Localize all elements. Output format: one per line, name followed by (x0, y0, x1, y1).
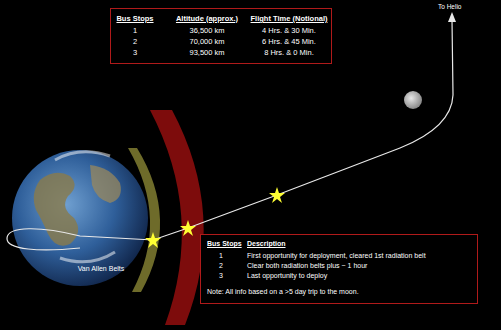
description-table-box: Bus Stops Description 1 First opportunity f… (200, 234, 478, 304)
column-header: Bus Stops (207, 240, 242, 248)
earth (12, 150, 148, 286)
table-cell: 2 (133, 38, 137, 46)
column-header: Description (247, 240, 286, 248)
note-text: Note: All info based on a >5 day trip to… (207, 288, 359, 296)
column-header: Bus Stops (116, 15, 153, 23)
column-header: Altitude (approx.) (176, 15, 238, 23)
earth-clouds (60, 252, 115, 262)
earth-land (34, 173, 78, 246)
table-cell: 8 Hrs. & 0 Min. (264, 49, 314, 57)
table-cell: Last opportunity to deploy (247, 272, 327, 280)
table-cell: 93,500 km (189, 49, 224, 57)
table-cell: 4 Hrs. & 30 Min. (262, 27, 316, 35)
arrow-head (448, 12, 456, 22)
table-cell: 3 (133, 49, 137, 57)
table-cell: 70,000 km (189, 38, 224, 46)
moon (404, 91, 422, 109)
altitude-table-box: Bus Stops Altitude (approx.) Flight Time (… (110, 8, 332, 64)
column-header: Flight Time (Notional) (251, 15, 328, 23)
earth-land (90, 165, 121, 203)
destination-label: To Helio (438, 3, 461, 10)
belt-label: Van Allen Belts (78, 265, 125, 273)
earth-clouds (55, 152, 110, 160)
table-cell: 1 (219, 252, 223, 260)
table-cell: Clear both radiation belts plus ~ 1 hour (247, 262, 367, 270)
table-cell: 2 (219, 262, 223, 270)
table-cell: 6 Hrs. & 45 Min. (262, 38, 316, 46)
table-cell: 1 (133, 27, 137, 35)
table-cell: First opportunity for deployment, cleare… (247, 252, 426, 260)
table-cell: 36,500 km (189, 27, 224, 35)
table-cell: 3 (219, 272, 223, 280)
